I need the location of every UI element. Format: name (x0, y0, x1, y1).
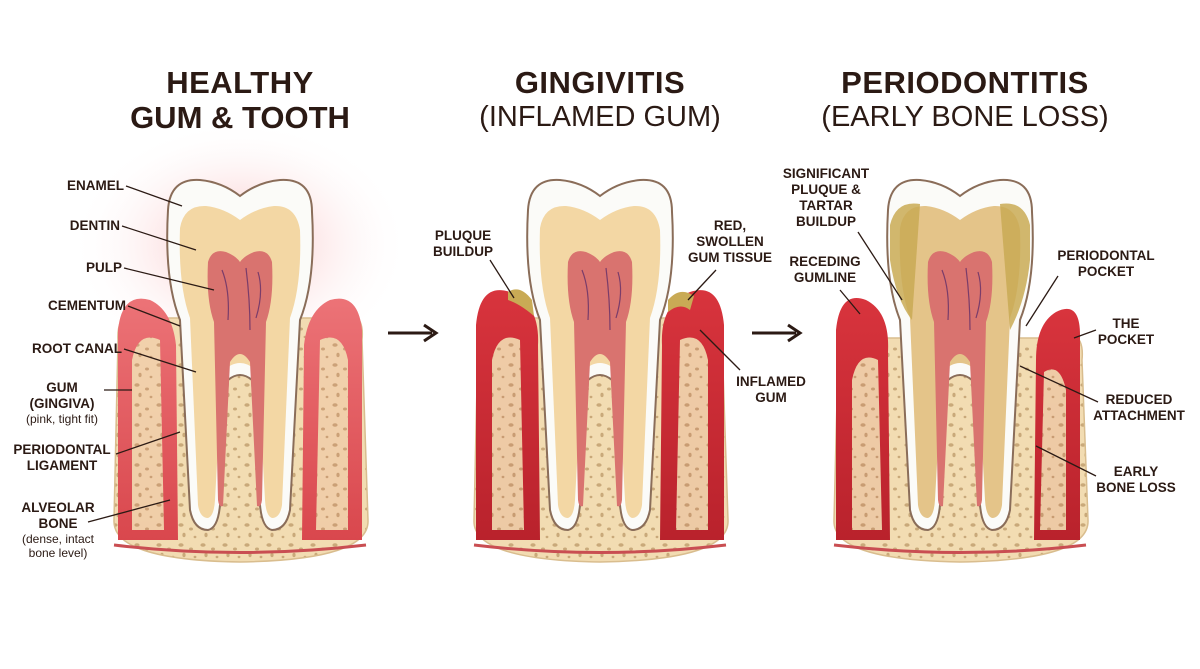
gingivitis-tooth-illustration (473, 178, 729, 563)
label-pocket-line-2: POCKET (1077, 263, 1135, 279)
label-alveolar-bone: ALVEOLAR BONE (dense, intact bone level) (10, 500, 106, 560)
label-cementum: CEMENTUM (48, 298, 126, 313)
label-receding-gumline: RECEDING GUMLINE (782, 254, 868, 286)
label-ebl-line-2: BONE LOSS (1096, 479, 1176, 495)
leader-lines (87, 185, 1099, 523)
panel-title-gingivitis: GINGIVITIS (INFLAMED GUM) (440, 65, 760, 133)
label-the-line-2: POCKET (1097, 331, 1155, 347)
label-dentin: DENTIN (69, 218, 120, 233)
label-plaque-line-1: PLUQUE (434, 228, 492, 243)
label-red-att-line-2: ATTACHMENT (1093, 407, 1185, 423)
label-plaque-line-2: BUILDUP (433, 243, 493, 259)
label-gum: GUM (GINGIVA) (pink, tight fit) (14, 380, 110, 426)
healthy-tooth-illustration (70, 120, 410, 563)
label-periodontal-pocket: PERIODONTAL POCKET (1050, 248, 1162, 280)
label-ebl-line-1: EARLY (1113, 464, 1159, 479)
label-significant-plaque: SIGNIFICANT PLUQUE & TARTAR BUILDUP (776, 166, 876, 230)
title-line-1: PERIODONTITIS (841, 65, 1089, 100)
label-plaque-buildup: PLUQUE BUILDUP (420, 228, 506, 260)
label-rec-line-2: GUMLINE (793, 269, 857, 285)
arrow-right-icon (388, 323, 439, 343)
arrow-right-icon (752, 323, 803, 343)
periodontitis-tooth-illustration (833, 178, 1089, 563)
label-bone-note-1: (dense, intact (21, 531, 95, 546)
label-bone-line-1: ALVEOLAR (21, 500, 95, 515)
label-rec-line-1: RECEDING (789, 254, 861, 269)
label-enamel: ENAMEL (67, 178, 124, 193)
label-red-line-2: SWOLLEN (696, 233, 764, 249)
panel-title-periodontitis: PERIODONTITIS (EARLY BONE LOSS) (805, 65, 1125, 133)
label-sig-line-3: TARTAR (799, 197, 853, 213)
title-line-2: (EARLY BONE LOSS) (821, 100, 1109, 133)
label-reduced-attachment: REDUCED ATTACHMENT (1086, 392, 1192, 424)
label-gum-line-2: (GINGIVA) (29, 395, 95, 411)
label-the-line-1: THE (1112, 316, 1140, 331)
label-root-canal: ROOT CANAL (32, 341, 122, 356)
title-line-2: (INFLAMED GUM) (479, 100, 721, 133)
label-sig-line-4: BUILDUP (796, 213, 856, 229)
label-gum-line-1: GUM (46, 380, 78, 395)
label-gum-note: (pink, tight fit) (25, 411, 99, 426)
label-inflamed-gum: INFLAMED GUM (726, 374, 816, 406)
label-red-line-3: GUM TISSUE (687, 249, 772, 265)
label-red-swollen-gum: RED, SWOLLEN GUM TISSUE (680, 218, 780, 266)
label-red-att-line-1: REDUCED (1105, 392, 1173, 407)
label-the-pocket: THE POCKET (1088, 316, 1164, 348)
label-inflamed-line-1: INFLAMED (736, 374, 806, 389)
title-line-2: GUM & TOOTH (130, 99, 350, 135)
label-red-line-1: RED, (713, 218, 747, 233)
label-bone-line-2: BONE (38, 515, 78, 531)
title-line-1: GINGIVITIS (514, 65, 686, 100)
label-periodontal-ligament: PERIODONTAL LIGAMENT (6, 442, 118, 474)
label-pocket-line-1: PERIODONTAL (1057, 248, 1155, 263)
panel-title-healthy: HEALTHY GUM & TOOTH (80, 65, 400, 135)
label-bone-note-2: bone level) (28, 546, 88, 560)
label-inflamed-line-2: GUM (755, 389, 787, 405)
title-line-1: HEALTHY (166, 65, 314, 100)
label-sig-line-1: SIGNIFICANT (782, 166, 870, 181)
label-pdl-line-1: PERIODONTAL (13, 442, 111, 457)
label-pdl-line-2: LIGAMENT (26, 457, 98, 473)
label-early-bone-loss: EARLY BONE LOSS (1088, 464, 1184, 496)
label-pulp: PULP (85, 260, 122, 275)
label-sig-line-2: PLUQUE & (791, 181, 861, 197)
